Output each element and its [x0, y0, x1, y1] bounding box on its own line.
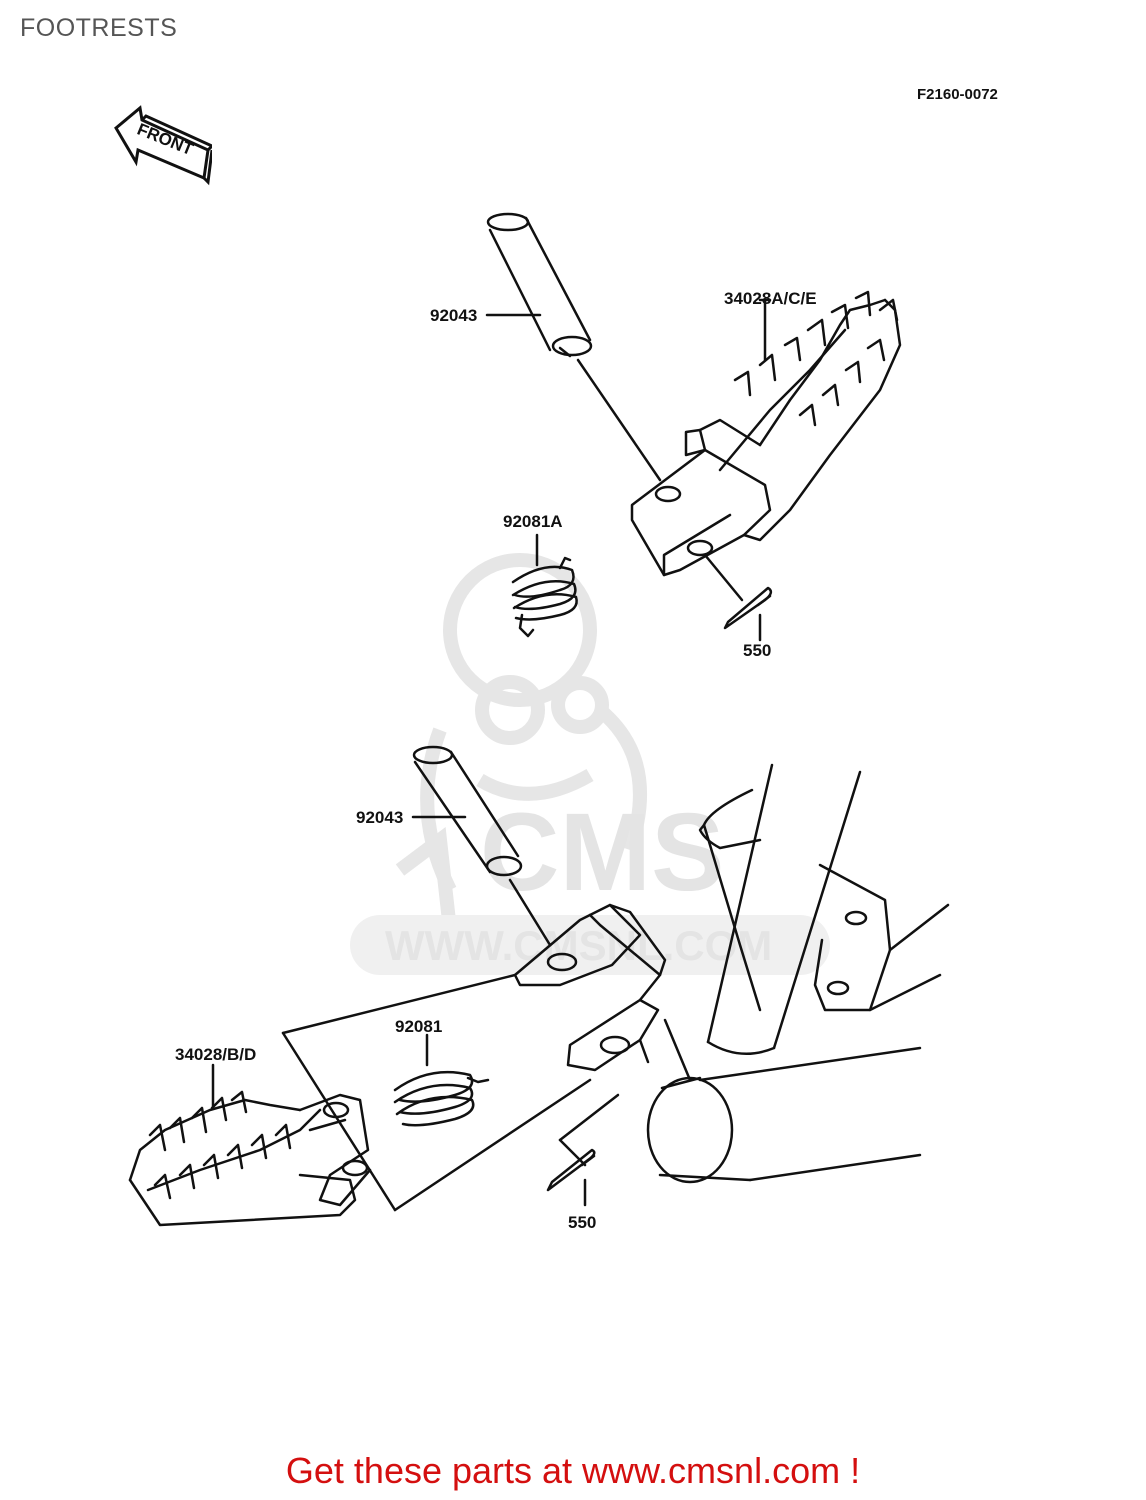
cta-link[interactable]: Get these parts at www.cmsnl.com !: [285, 1450, 861, 1491]
label-footrest-upper: 34028A/C/E: [724, 289, 817, 308]
spring-lower: [393, 1070, 490, 1127]
cotter-pin-upper: [723, 586, 773, 630]
pin-upper: [486, 212, 593, 358]
footrest-upper: [630, 290, 902, 577]
label-spring-lower: 92081: [395, 1017, 443, 1036]
label-pin-lower: 92043: [356, 808, 404, 827]
diagram-code: F2160-0072: [917, 86, 998, 103]
label-pin-upper: 92043: [430, 306, 478, 325]
cotter-pin-lower: [546, 1148, 596, 1192]
cms-watermark-logo: CMS WWW.CMSNL.COM: [350, 553, 830, 975]
page-title: FOOTRESTS: [20, 14, 178, 42]
mounting-bracket-lower: [513, 903, 692, 1082]
front-direction-arrow-icon: FRONT: [114, 105, 212, 186]
watermark-url: WWW.CMSNL.COM: [385, 922, 772, 969]
watermark-brand: CMS: [480, 791, 724, 914]
label-spring-upper: 92081A: [503, 512, 563, 531]
frame-bracket: [646, 763, 950, 1184]
label-cotter-pin-upper: 550: [743, 641, 772, 660]
footrest-lower: [128, 1090, 372, 1227]
spring-upper: [511, 556, 578, 638]
pin-lower: [412, 745, 523, 877]
label-cotter-pin-lower: 550: [568, 1213, 597, 1232]
label-footrest-lower: 34028/B/D: [175, 1045, 257, 1064]
